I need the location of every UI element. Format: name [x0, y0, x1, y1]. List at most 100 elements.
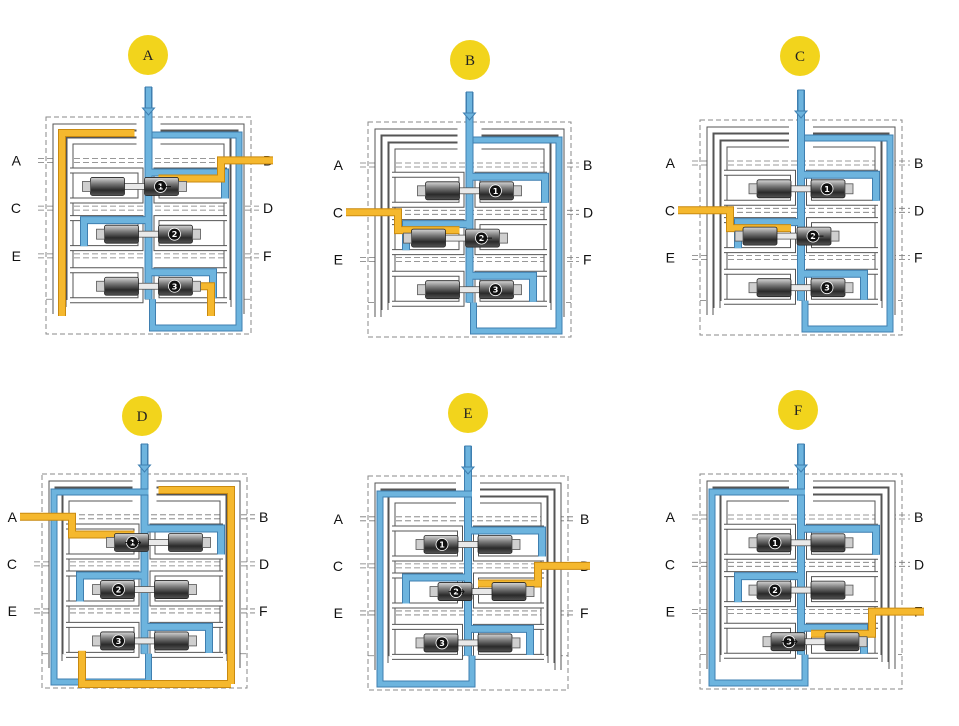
spool-cap-left	[748, 537, 758, 549]
inlet-arrow-down-icon	[793, 464, 809, 473]
arrow-left-icon: ⟵	[476, 231, 493, 245]
spool-3: 3	[92, 631, 197, 651]
port-label-e: E	[334, 605, 343, 621]
port-label-b: B	[914, 509, 923, 525]
spool-number-badge	[435, 538, 449, 551]
spool-1: 1	[748, 179, 854, 199]
spool-number: 2	[453, 588, 459, 597]
pressure-channel	[735, 444, 879, 655]
inlet-arrow-down-icon	[793, 110, 809, 119]
arrow-left-icon: ⟵	[807, 229, 824, 243]
spool-number: 1	[772, 539, 778, 548]
spool-number-badge	[820, 281, 834, 295]
panel-label: B	[465, 53, 475, 69]
port-label-f: F	[580, 605, 589, 621]
inlet-arrow-shaft	[145, 86, 152, 110]
spool-cap-right	[192, 228, 201, 240]
spool-cap-right	[844, 537, 854, 549]
spool-number: 3	[493, 286, 499, 295]
arrow-right-icon: ⟶	[125, 535, 142, 549]
port-label-a: A	[666, 155, 676, 171]
port-label-e: E	[334, 252, 343, 268]
spool-cap-right	[188, 584, 197, 595]
port-label-a: A	[666, 509, 676, 525]
spool-land-left	[742, 226, 778, 246]
spool-land-left	[104, 224, 139, 244]
spool-land-right	[491, 582, 527, 601]
port-label-b: B	[914, 155, 923, 171]
panel-label: F	[794, 403, 802, 419]
spool-land-right	[810, 533, 846, 553]
spool-number-badge	[154, 180, 167, 193]
spool-2: 2	[96, 224, 201, 244]
port-label-a: A	[8, 509, 18, 525]
valve-housing	[45, 116, 252, 335]
panel-label-badge	[450, 40, 490, 80]
port-label-a: A	[334, 511, 344, 527]
panel-label: E	[463, 406, 472, 422]
port-label-b: B	[580, 511, 589, 527]
port-label-f: F	[259, 603, 268, 619]
spool-2: 2	[748, 580, 854, 600]
pressure-loop	[51, 489, 151, 685]
spool-land-right	[824, 632, 860, 652]
spool-cap-right	[202, 537, 211, 548]
inlet-arrow-shaft	[464, 445, 472, 469]
active-flow-channel	[20, 513, 135, 538]
spool-1: 1	[415, 535, 521, 554]
panel-label: A	[143, 48, 154, 64]
port-label-c: C	[665, 202, 675, 218]
arrow-right-icon: ⟶	[448, 585, 465, 599]
spool-number-badge	[435, 636, 449, 650]
port-label-a: A	[12, 152, 22, 168]
spool-3: 3	[96, 276, 201, 296]
port-label-d: D	[583, 204, 593, 220]
pressure-channel	[735, 90, 879, 301]
spool-number-badge	[768, 583, 782, 597]
spool-number: 2	[772, 586, 778, 595]
spool-land-left	[425, 181, 460, 201]
spool-cap-left	[748, 584, 758, 596]
arrow-right-icon: ⟶	[781, 635, 798, 649]
arrow-left-icon: ⟵	[155, 179, 172, 193]
spool-cap-left	[403, 232, 412, 244]
spool-cap-left	[92, 584, 101, 595]
spool-number-badge	[112, 583, 125, 596]
spool-number: 2	[479, 234, 485, 243]
spool-1: 1⟵	[82, 177, 187, 196]
spool-number-badge	[820, 182, 834, 196]
panel-label-badge	[122, 396, 162, 436]
port-label-c: C	[11, 200, 21, 216]
spool-cap-left	[734, 230, 744, 242]
port-label-d: D	[263, 200, 273, 216]
spool-land-left	[104, 276, 139, 296]
spool-cap-right	[511, 539, 521, 550]
spool-land-left	[756, 179, 792, 199]
spool-cap-right	[511, 637, 521, 649]
spool-2: 2⟵	[734, 226, 840, 246]
spool-land-right	[810, 580, 846, 600]
spool-cap-left	[96, 280, 105, 292]
port-label-f: F	[583, 252, 592, 268]
spool-cap-right	[830, 230, 840, 242]
inlet-arrow-shaft	[797, 89, 805, 113]
spool-cap-right	[525, 586, 535, 597]
spool-cap-right	[844, 282, 854, 294]
spool-number-badge	[449, 585, 463, 598]
spool-number-badge	[806, 229, 820, 243]
port-label-d: D	[914, 202, 924, 218]
panel-label-badge	[128, 35, 168, 75]
port-label-a: A	[334, 157, 344, 173]
spool-number-badge	[126, 536, 139, 549]
spool-2: 2	[92, 580, 197, 599]
spool-1: 1	[748, 533, 854, 553]
spool-number-badge	[768, 536, 782, 550]
spool-3: 3	[748, 278, 854, 298]
spool-cap-left	[748, 183, 758, 195]
spool-number: 1	[158, 182, 164, 191]
spool-1: 1	[417, 181, 522, 201]
